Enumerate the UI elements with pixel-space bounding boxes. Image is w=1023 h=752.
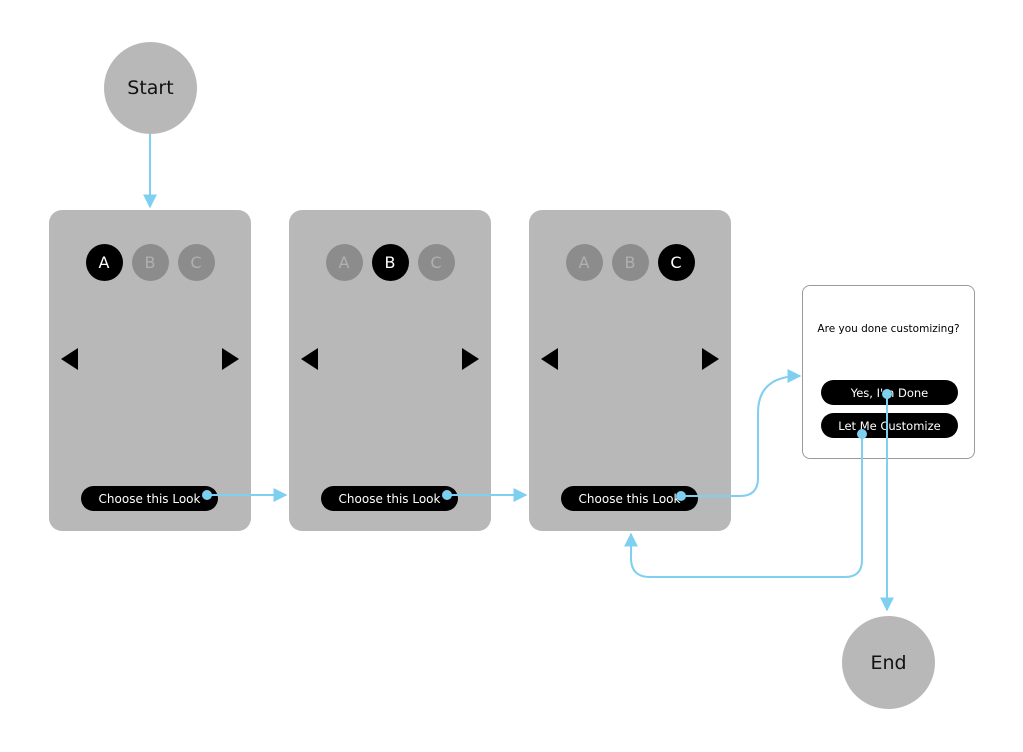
tab-a[interactable]: A	[85, 244, 123, 281]
tab-b[interactable]: B	[371, 244, 409, 281]
start-label: Start	[127, 77, 174, 99]
choose-look-button[interactable]: Choose this Look	[561, 486, 698, 511]
choose-look-button[interactable]: Choose this Look	[81, 486, 218, 511]
tab-c[interactable]: C	[657, 244, 695, 281]
tab-a[interactable]: A	[325, 244, 363, 281]
choose-look-button[interactable]: Choose this Look	[321, 486, 458, 511]
tab-c[interactable]: C	[417, 244, 455, 281]
tab-c[interactable]: C	[177, 244, 215, 281]
next-arrow-icon[interactable]	[462, 348, 479, 370]
start-node: Start	[104, 42, 197, 134]
tab-b[interactable]: B	[131, 244, 169, 281]
next-arrow-icon[interactable]	[702, 348, 719, 370]
end-label: End	[870, 651, 907, 674]
screen-a-tabs: A B C	[49, 244, 251, 281]
screen-b-tabs: A B C	[289, 244, 491, 281]
previous-arrow-icon[interactable]	[541, 348, 558, 370]
yes-done-button[interactable]: Yes, I'm Done	[821, 380, 958, 405]
previous-arrow-icon[interactable]	[301, 348, 318, 370]
tab-a[interactable]: A	[565, 244, 603, 281]
end-node: End	[842, 616, 935, 709]
screen-c-tabs: A B C	[529, 244, 731, 281]
next-arrow-icon[interactable]	[222, 348, 239, 370]
dialog-question: Are you done customizing?	[817, 323, 960, 335]
let-me-customize-button[interactable]: Let Me Customize	[821, 413, 958, 438]
tab-b[interactable]: B	[611, 244, 649, 281]
previous-arrow-icon[interactable]	[61, 348, 78, 370]
